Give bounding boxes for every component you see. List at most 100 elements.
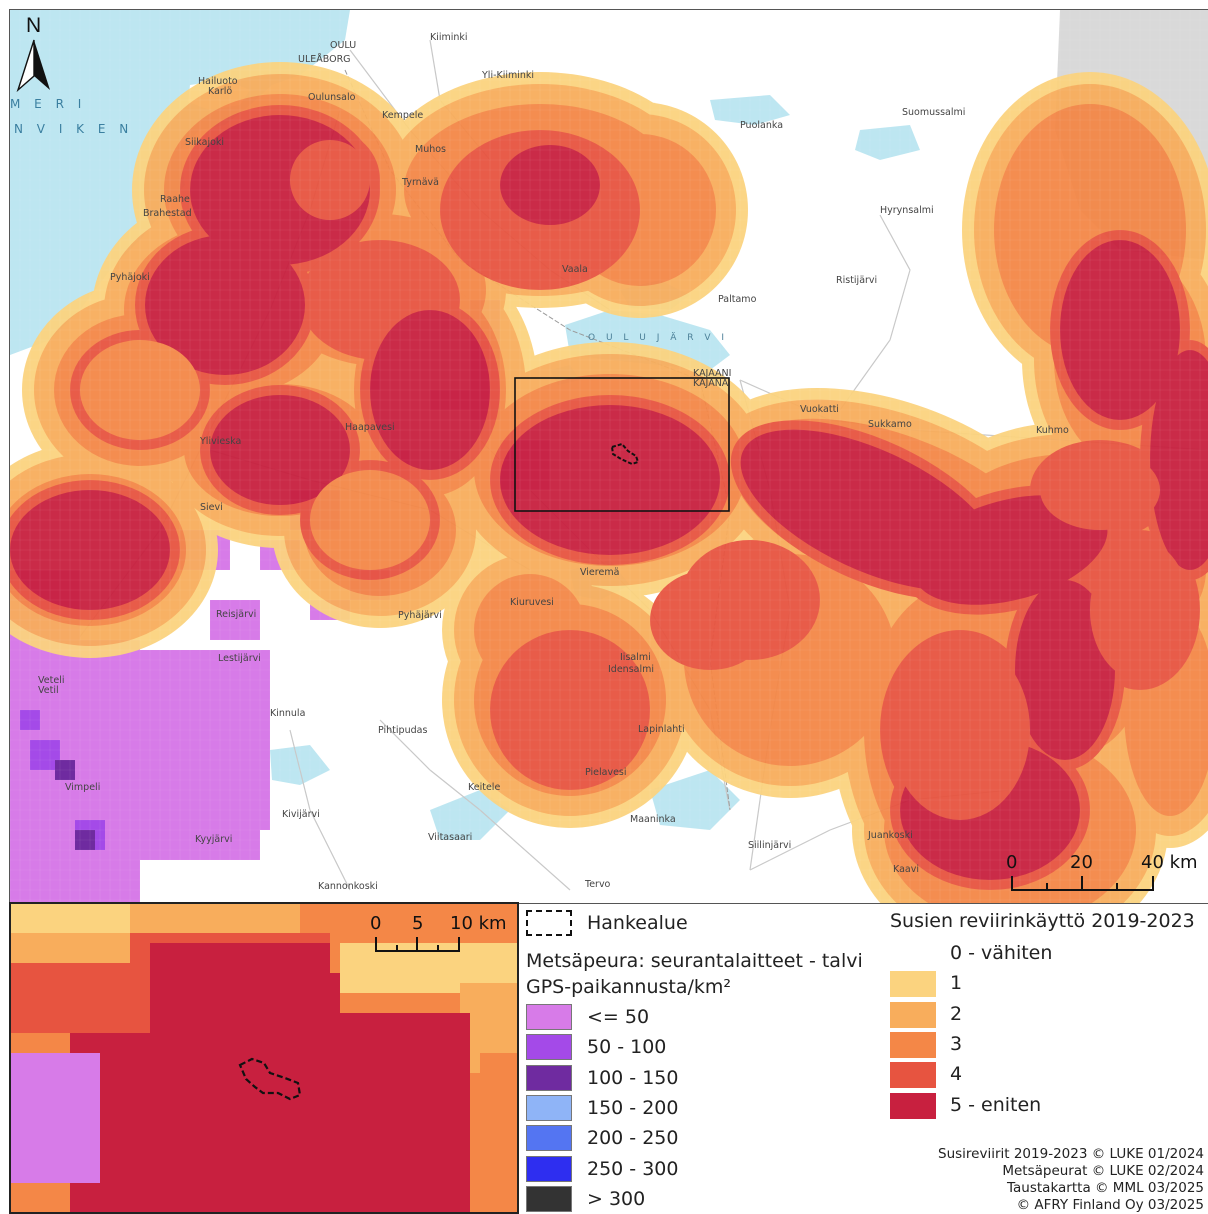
reindeer-legend-swatch — [526, 1125, 572, 1152]
reindeer-cell — [140, 810, 260, 860]
credit-line: Metsäpeurat © LUKE 02/2024 — [1002, 1163, 1204, 1179]
place-label: Lestijärvi — [218, 653, 261, 664]
place-labels: KiiminkiOULUULEÅBORGHailuotoKarlöYli-Kii… — [38, 32, 1069, 892]
wolf-territory-cell — [500, 145, 600, 225]
place-label: Kannonkoski — [318, 881, 378, 892]
inset-wolf-cell — [180, 1013, 470, 1213]
wolf-legend-label: 3 — [950, 1032, 963, 1055]
place-label: ULEÅBORG — [298, 53, 351, 65]
place-label: Veteli — [38, 675, 64, 686]
place-label: Hyrynsalmi — [880, 205, 934, 216]
reindeer-cell — [75, 830, 95, 850]
lake-small-6 — [270, 745, 330, 785]
inset-wolf-cell — [270, 973, 340, 1023]
wolf-territory-cell — [145, 235, 305, 375]
place-label: Tyrnävä — [401, 177, 439, 188]
place-label: Sukkamo — [868, 419, 912, 430]
place-label: Vimpeli — [65, 782, 100, 793]
wolf-territory-cell — [210, 395, 350, 505]
reindeer-legend-label: > 300 — [587, 1187, 646, 1210]
wolf-territory-cell — [1015, 580, 1115, 760]
place-label: Pielavesi — [585, 767, 627, 778]
wolf-territory-cell — [1060, 240, 1180, 420]
place-label: Kempele — [382, 110, 423, 121]
reindeer-legend-label: 100 - 150 — [587, 1066, 679, 1089]
reindeer-cell — [20, 710, 40, 730]
place-label: Kivijärvi — [282, 809, 320, 820]
inset-scalebar-tick-10: 10 km — [450, 913, 507, 934]
reindeer-legend-title: Metsäpeura: seurantalaitteet - talvi — [526, 950, 863, 972]
place-label: Keitele — [468, 782, 500, 793]
project-area-legend-symbol — [526, 910, 572, 936]
inset-reindeer-cell — [10, 1053, 100, 1183]
wolf-territory-cell — [310, 470, 430, 570]
inset-scalebar-tick-0: 0 — [370, 913, 381, 934]
place-label: Kyyjärvi — [195, 834, 232, 845]
reindeer-legend-swatch — [526, 1004, 572, 1030]
wolf-territory-cell — [1090, 540, 1190, 680]
place-label: Yli-Kiiminki — [481, 70, 534, 81]
inset-scalebar-tick-5: 5 — [412, 913, 423, 934]
place-label: Siikajoki — [185, 137, 224, 148]
place-label: Lapinlahti — [638, 724, 685, 735]
place-label: Tervo — [584, 879, 611, 890]
place-label: Vieremä — [580, 567, 619, 578]
inset-scalebar: 0 5 10 km — [370, 913, 507, 952]
place-label: OULU — [330, 40, 356, 51]
place-label: Sievi — [200, 502, 223, 513]
place-label: Kinnula — [270, 708, 305, 719]
reindeer-legend-label: 50 - 100 — [587, 1036, 667, 1059]
wolf-territory-cell — [912, 495, 1108, 605]
credit-line: Susireviirit 2019-2023 © LUKE 01/2024 — [938, 1146, 1204, 1162]
wolf-legend-label: 0 - vähiten — [950, 942, 1053, 964]
place-label: Suomussalmi — [902, 107, 965, 118]
inset-extent-frame — [514, 377, 730, 512]
reindeer-cell — [55, 760, 75, 780]
place-label: Haapavesi — [345, 422, 395, 433]
place-label: Viitasaari — [428, 832, 472, 843]
place-label: Ristijärvi — [836, 275, 877, 286]
wolf-legend-swatch — [890, 1001, 936, 1028]
main-scalebar: 0 20 40 km — [1006, 852, 1198, 891]
place-label: KAJANA — [693, 378, 729, 389]
raster-grid — [10, 10, 1208, 903]
wolf-legend-label: 2 — [950, 1002, 963, 1025]
wolf-legend-swatch — [890, 1092, 936, 1119]
inset-project-area[interactable] — [238, 1057, 302, 1101]
place-label: Puolanka — [740, 120, 783, 131]
place-label: Vaala — [562, 264, 588, 275]
inset-map[interactable]: 0 5 10 km — [10, 903, 517, 1213]
inset-wolf-layer — [10, 903, 517, 1213]
north-arrow: N — [16, 14, 50, 93]
reindeer-legend-swatch — [526, 1034, 572, 1061]
wolf-territory-cell — [890, 640, 1030, 820]
project-area-legend-label: Hankealue — [587, 912, 688, 934]
place-label: Muhos — [415, 144, 446, 155]
place-label: Kaavi — [893, 864, 919, 875]
place-label: Vuokatti — [800, 404, 839, 415]
place-label: Pyhäjoki — [110, 272, 150, 283]
scalebar-tick-20: 20 — [1070, 852, 1093, 873]
place-label: Ylivieska — [199, 436, 241, 447]
reindeer-cell — [130, 650, 270, 830]
place-label: Reisjärvi — [216, 609, 256, 620]
wolf-territory-cell — [370, 310, 490, 470]
wolf-legend-title: Susien reviirinkäyttö 2019-2023 — [890, 910, 1195, 932]
place-label: Iisalmi — [620, 652, 651, 663]
wolf-legend-label: 1 — [950, 972, 963, 995]
place-label: KAJAANI — [693, 368, 731, 379]
place-label: Karlö — [208, 86, 232, 97]
wolf-territory-cell — [290, 140, 370, 220]
lake-label-oulujarvi: O U L U J Ä R V I — [588, 332, 728, 343]
place-label: Kiuruvesi — [510, 597, 554, 608]
north-arrow-label: N — [26, 14, 41, 37]
sea-label-1: M E R I — [10, 97, 86, 111]
legend-panel: Hankealue Metsäpeura: seurantalaitteet -… — [520, 904, 1208, 1213]
project-area[interactable] — [610, 442, 640, 466]
main-map[interactable]: M E R I N V I K E N O U L U J Ä R V I Ki… — [10, 10, 1208, 903]
place-label: Vetil — [38, 685, 59, 696]
credit-line: © AFRY Finland Oy 03/2025 — [1016, 1197, 1204, 1213]
place-label: Brahestad — [143, 208, 192, 219]
wolf-territory-cell — [660, 580, 760, 660]
reindeer-legend-label: 200 - 250 — [587, 1127, 679, 1150]
